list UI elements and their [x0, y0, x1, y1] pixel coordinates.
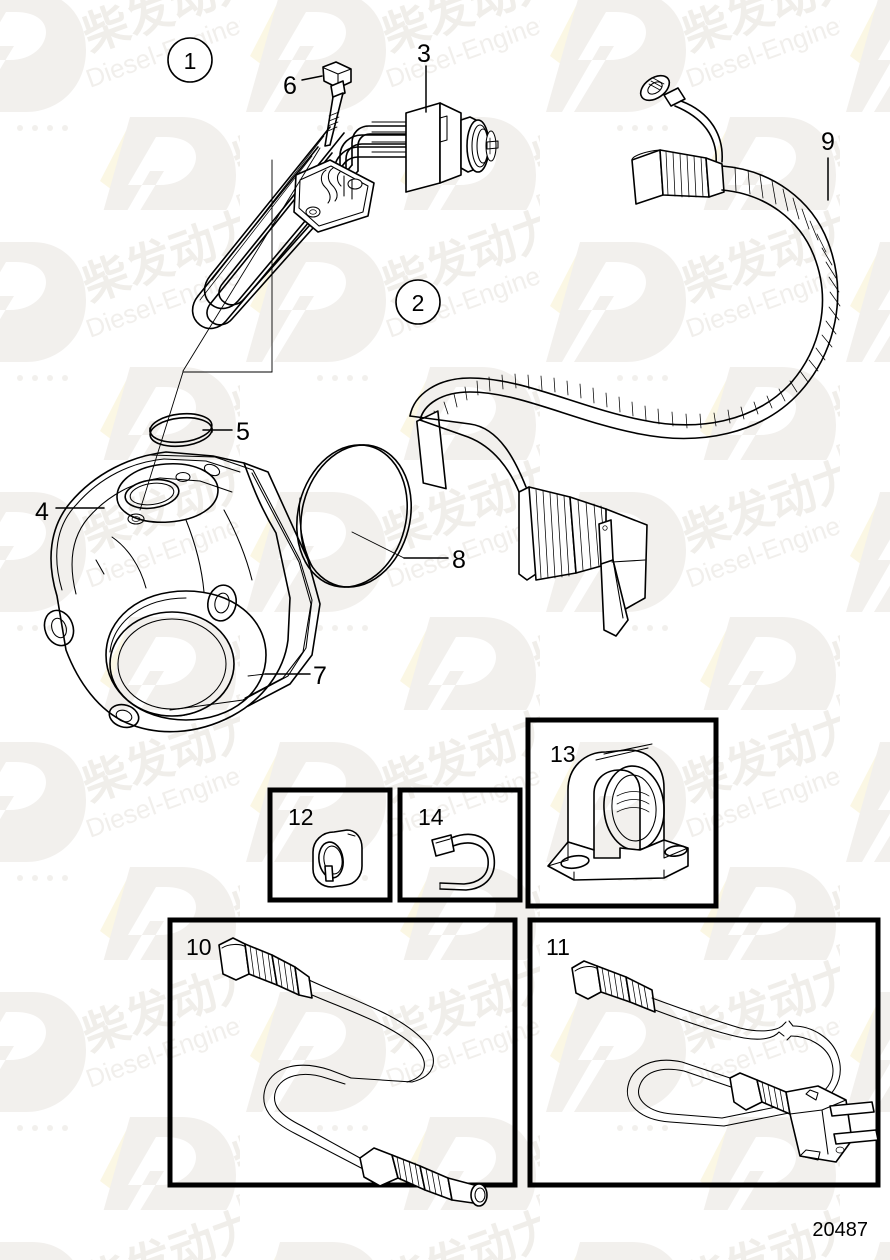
callout-9-label: 9 [821, 128, 835, 156]
detail-box-11: 11 [527, 917, 881, 1188]
callout-1-label: 1 [184, 48, 197, 74]
box-13-label: 13 [550, 741, 576, 767]
heater-element-assembly [191, 61, 499, 330]
box-10-label: 10 [186, 934, 212, 960]
box-12-label: 12 [288, 804, 314, 830]
callout-4-label: 4 [35, 498, 49, 526]
detail-box-10: 10 [167, 917, 518, 1207]
cable-tie-part-14 [431, 833, 496, 891]
figure-number: 20487 [812, 1219, 868, 1241]
power-cord-part-11 [571, 960, 879, 1163]
cable-inline-connector [631, 149, 725, 205]
extension-cable-part-10 [218, 937, 488, 1207]
callout-5-label: 5 [236, 418, 250, 446]
callout-2-label: 2 [412, 290, 425, 316]
housing-body-part-4 [43, 451, 321, 733]
cable-socket-connector [409, 410, 648, 637]
callout-circle-2: 2 [395, 279, 441, 325]
detail-box-13: 13 [525, 717, 719, 909]
callout-8-label: 8 [452, 546, 466, 574]
ring-terminal [639, 74, 723, 165]
bolt-part-6 [322, 61, 352, 147]
callout-circle-1: 1 [167, 37, 213, 83]
detail-box-12: 12 [267, 787, 393, 903]
box-11-label: 11 [546, 934, 570, 960]
housing-top-boss [116, 463, 221, 525]
box-14-label: 14 [418, 804, 444, 830]
callout-3-label: 3 [417, 40, 431, 68]
connector-part-3 [405, 102, 499, 193]
callout-6-label: 6 [283, 72, 297, 100]
detail-box-14: 14 [397, 787, 523, 903]
corrugated-conduit [409, 165, 841, 440]
callout-7-label: 7 [313, 662, 327, 690]
bushing-sleeve-part-12 [312, 829, 363, 888]
